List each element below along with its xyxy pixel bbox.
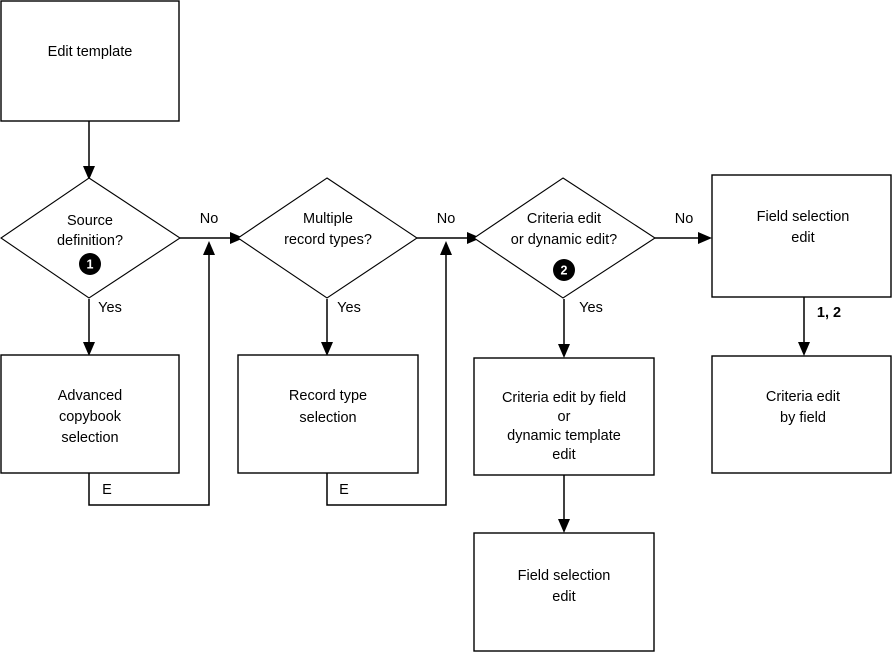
edge-line xyxy=(88,248,210,506)
node-label-multiple-record-types-line2: record types? xyxy=(284,232,372,248)
node-criteria-edit-by-field-right[interactable]: Criteria edit by field xyxy=(711,355,892,474)
node-label-criteria-or-dynamic-line1: Criteria edit xyxy=(527,211,601,227)
arrowhead-icon xyxy=(83,166,95,180)
edge-multiple-record-types-yes: Yes xyxy=(321,299,361,356)
arrowhead-icon xyxy=(558,344,570,358)
node-shape-rectangle xyxy=(473,532,655,652)
node-shape-diamond xyxy=(473,177,657,299)
node-label-criteria-edit-right-line1: Criteria edit xyxy=(766,389,840,405)
node-label-edit-template: Edit template xyxy=(48,44,133,60)
node-shape-rectangle xyxy=(0,0,180,122)
edge-multiple-record-types-no: No xyxy=(417,211,481,244)
node-label-advanced-copybook-line2: copybook xyxy=(59,409,122,425)
edge-label-no-1: No xyxy=(200,211,219,227)
marker-badge-two xyxy=(553,259,575,281)
edge-field-selection-to-criteria-edit-right: 1, 2 xyxy=(798,297,841,356)
node-label-criteria-dynamic-line2: or xyxy=(558,409,571,425)
node-label-criteria-dynamic-line4: edit xyxy=(552,447,575,463)
node-shape-rectangle xyxy=(711,355,892,474)
node-label-field-selection-bottom-line2: edit xyxy=(552,589,575,605)
node-source-definition[interactable]: Source definition? 1 xyxy=(0,177,181,299)
node-criteria-or-dynamic-edit[interactable]: Criteria edit or dynamic edit? 2 xyxy=(473,177,657,299)
edge-label-no-2: No xyxy=(437,211,456,227)
node-label-multiple-record-types-line1: Multiple xyxy=(303,211,353,227)
node-record-type-selection[interactable]: Record type selection xyxy=(237,354,419,474)
node-label-field-selection-right-line1: Field selection xyxy=(757,209,850,225)
marker-number-one: 1 xyxy=(87,257,94,271)
arrowhead-icon xyxy=(440,241,452,255)
edge-label-e-2: E xyxy=(339,482,349,498)
edge-label-no-3: No xyxy=(675,211,694,227)
node-label-criteria-dynamic-line3: dynamic template xyxy=(507,428,621,444)
node-shape-rectangle xyxy=(711,174,892,298)
arrowhead-icon xyxy=(321,342,333,356)
arrowhead-icon xyxy=(83,342,95,356)
node-label-record-type-selection-line2: selection xyxy=(299,410,356,426)
node-label-field-selection-bottom-line1: Field selection xyxy=(518,568,611,584)
node-shape-rectangle xyxy=(237,354,419,474)
node-shape-diamond xyxy=(237,177,418,299)
edge-edit-template-to-source-definition xyxy=(83,121,95,180)
edge-advanced-copybook-e-loop: E xyxy=(88,241,215,506)
edge-record-type-selection-e-loop: E xyxy=(326,241,452,506)
node-shape-rectangle xyxy=(473,357,655,476)
node-label-criteria-edit-right-line2: by field xyxy=(780,410,826,426)
marker-badge-one xyxy=(79,253,101,275)
node-label-record-type-selection-line1: Record type xyxy=(289,388,367,404)
node-multiple-record-types[interactable]: Multiple record types? xyxy=(237,177,418,299)
node-label-advanced-copybook-line1: Advanced xyxy=(58,388,123,404)
node-label-source-definition-line2: definition? xyxy=(57,233,123,249)
edge-source-definition-no: No xyxy=(180,211,244,244)
edge-label-yes-1: Yes xyxy=(98,300,122,316)
node-edit-template[interactable]: Edit template xyxy=(0,0,180,122)
node-label-criteria-dynamic-line1: Criteria edit by field xyxy=(502,390,626,406)
edge-criteria-edit-to-field-selection-bottom xyxy=(558,475,570,533)
marker-number-two: 2 xyxy=(561,263,568,277)
node-label-source-definition-line1: Source xyxy=(67,213,113,229)
edge-label-yes-2: Yes xyxy=(337,300,361,316)
edge-label-yes-3: Yes xyxy=(579,300,603,316)
arrowhead-icon xyxy=(798,342,810,356)
node-label-field-selection-right-line2: edit xyxy=(791,230,814,246)
edge-line xyxy=(326,248,447,506)
node-shape-diamond xyxy=(0,177,181,299)
arrowhead-icon xyxy=(230,232,244,244)
edge-criteria-or-dynamic-yes: Yes xyxy=(558,299,603,358)
arrowhead-icon xyxy=(698,232,712,244)
node-label-advanced-copybook-line3: selection xyxy=(61,430,118,446)
node-field-selection-edit-right[interactable]: Field selection edit xyxy=(711,174,892,298)
edge-criteria-or-dynamic-no: No xyxy=(655,211,712,244)
node-criteria-edit-by-field-or-dynamic[interactable]: Criteria edit by field or dynamic templa… xyxy=(473,357,655,476)
edge-source-definition-yes: Yes xyxy=(83,299,122,356)
node-advanced-copybook-selection[interactable]: Advanced copybook selection xyxy=(0,354,180,474)
edge-label-e-1: E xyxy=(102,482,112,498)
node-field-selection-edit-bottom[interactable]: Field selection edit xyxy=(473,532,655,652)
arrowhead-icon xyxy=(558,519,570,533)
edge-label-one-two: 1, 2 xyxy=(817,305,841,321)
node-shape-rectangle xyxy=(0,354,180,474)
arrowhead-icon xyxy=(203,241,215,255)
node-label-criteria-or-dynamic-line2: or dynamic edit? xyxy=(511,232,617,248)
